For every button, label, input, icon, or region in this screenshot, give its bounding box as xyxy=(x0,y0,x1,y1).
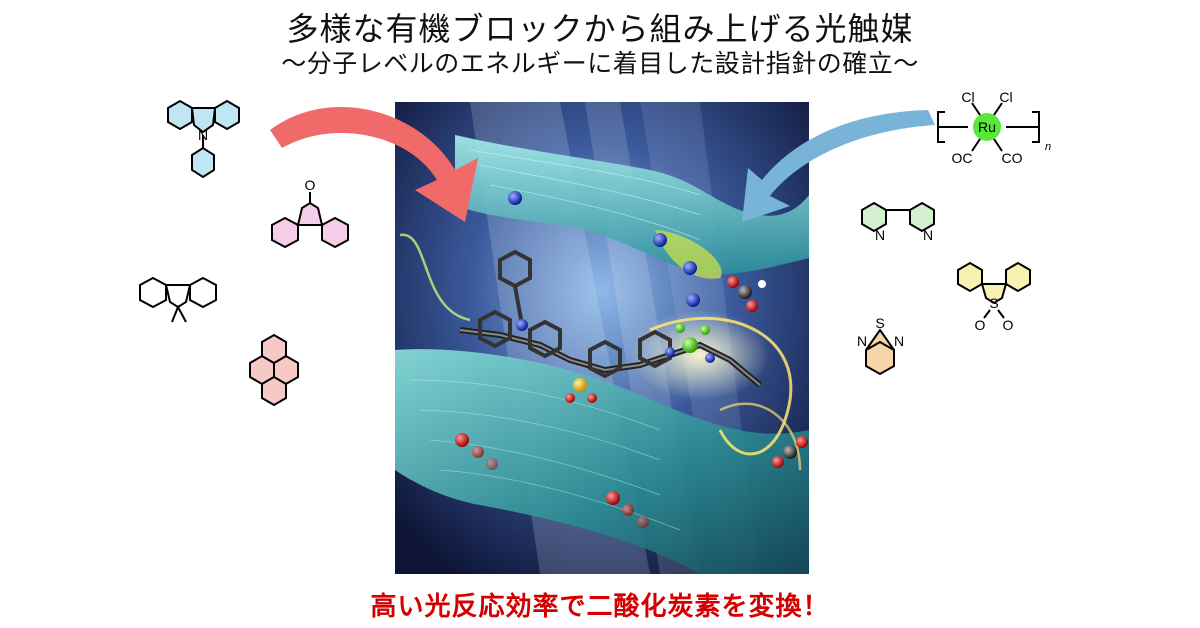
bipyridine-molecule: N N xyxy=(861,201,935,243)
dbt-s-label: S xyxy=(989,295,998,311)
right-arrow xyxy=(742,110,935,222)
ru-co-label: CO xyxy=(1002,150,1023,166)
ru-oc-label: OC xyxy=(952,150,973,166)
holes xyxy=(455,433,649,528)
ru-label: Ru xyxy=(978,119,996,135)
carbazole-n-label: N xyxy=(198,127,208,143)
left-arrow xyxy=(270,106,478,222)
lumo-surface xyxy=(455,135,809,275)
benzothiadiazole-molecule: S N N xyxy=(857,315,904,376)
pyrene-molecule xyxy=(249,333,299,407)
bipyridine-n-label-1: N xyxy=(875,227,885,243)
bipyridine-n-label-2: N xyxy=(923,227,933,243)
ru-n-subscript: n xyxy=(1045,141,1051,153)
btd-s-label: S xyxy=(875,315,884,331)
polymer-molecule xyxy=(459,249,762,403)
dibenzothiophene-dioxide-molecule: S O O xyxy=(957,261,1031,333)
fluorenone-o-label: O xyxy=(305,177,316,193)
dbt-o-label-2: O xyxy=(1003,317,1014,333)
ru-cl-label-1: Cl xyxy=(961,89,974,105)
carbazole-molecule: N xyxy=(167,99,240,179)
dbt-o-label-1: O xyxy=(975,317,986,333)
fluorenone-molecule: O xyxy=(271,177,349,249)
homo-surface xyxy=(395,349,809,574)
bottom-caption: 高い光反応効率で二酸化炭素を変換！ xyxy=(370,592,830,622)
electrons xyxy=(508,191,700,307)
co2-molecules xyxy=(727,276,808,468)
ruthenium-complex: Cl Cl Ru OC CO n xyxy=(937,89,1051,166)
btd-n-label-1: N xyxy=(857,333,867,349)
btd-n-label-2: N xyxy=(894,333,904,349)
dimethylfluorene-molecule xyxy=(139,276,217,323)
page-subtitle: 〜分子レベルのエネルギーに着目した設計指針の確立〜 xyxy=(281,49,919,78)
ru-cl-label-2: Cl xyxy=(999,89,1012,105)
page-title: 多様な有機ブロックから組み上げる光触媒 xyxy=(286,10,914,48)
